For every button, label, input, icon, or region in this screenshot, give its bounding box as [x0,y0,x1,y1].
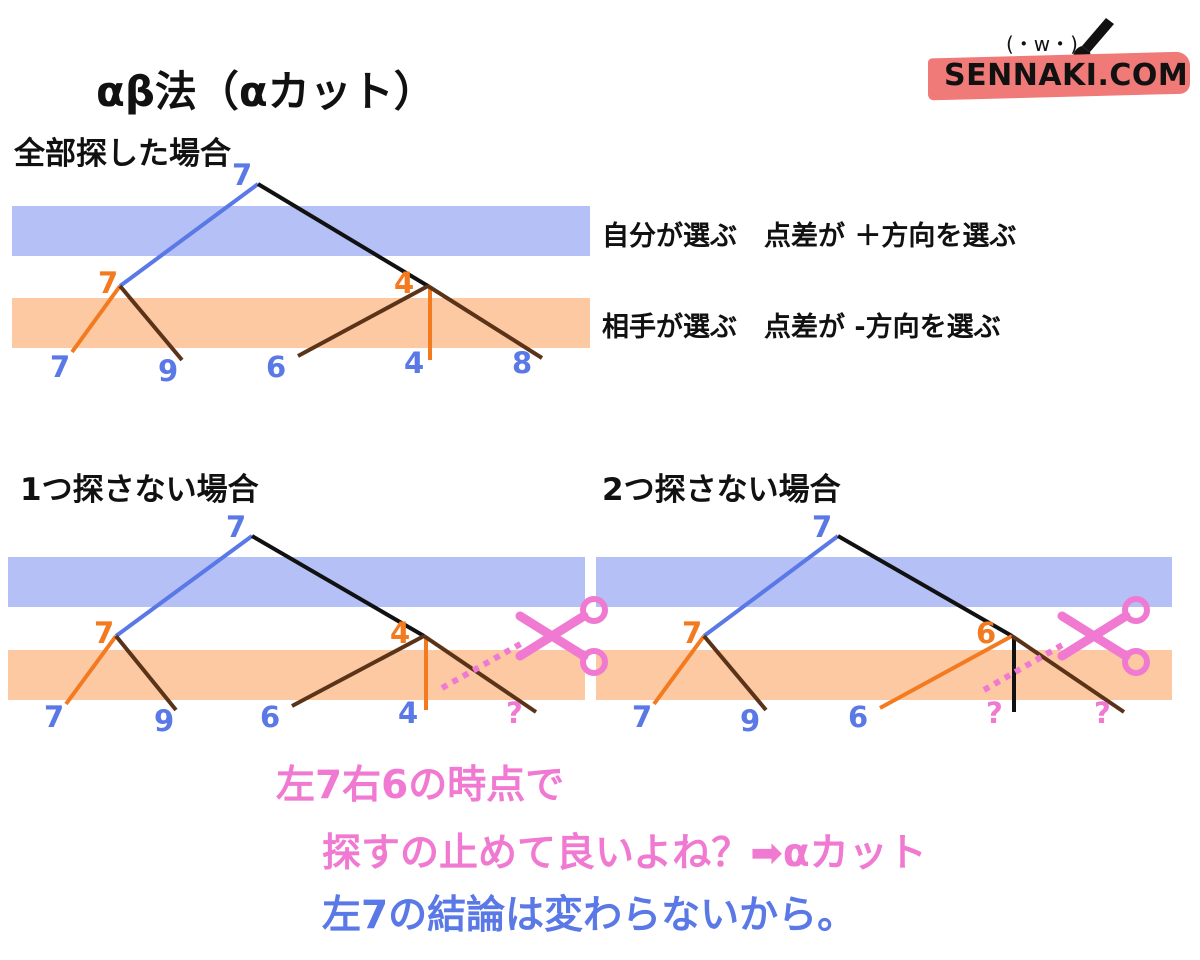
edge-right-leaf5-bl [422,634,538,714]
leaf-4: 4 [404,346,425,380]
node-right: 4 [390,616,411,650]
edge-root-right-br [837,534,1013,638]
edge-root-left-top [118,182,260,288]
node-root: 7 [232,158,253,192]
max-band-top [12,206,590,256]
scissors-icon [1057,596,1150,676]
edge-left-leaf1-br [652,634,706,706]
edge-left-leaf2-bl [114,634,178,712]
edge-left-leaf1-bl [64,634,118,706]
edge-root-right-bl [250,534,426,638]
node-root: 7 [226,510,247,544]
heading-skip-one: 1つ探さない場合 [20,472,259,508]
leaf-2: 9 [158,354,179,388]
note-line-2: 探すの止めて良いよね？➡αカット [322,831,927,876]
max-band-right [596,557,1172,607]
leaf-unknown: ? [506,696,523,730]
cut-line-br [982,641,1066,693]
node-left: 7 [682,616,703,650]
node-root: 7 [812,510,833,544]
leaf-1: 7 [50,350,71,384]
leaf-2: 9 [154,704,175,738]
min-band-left [8,650,585,700]
leaf-2: 9 [740,704,761,738]
page-title: αβ法（αカット） [96,67,436,116]
note-line-1: 左7右6の時点で [276,763,565,808]
edge-right-leaf3-bl [291,634,425,708]
edge-root-right-top [256,182,430,288]
leaf-4: 4 [398,696,419,730]
edge-left-leaf2-br [702,634,768,712]
edge-right-leaf5-top [426,284,544,360]
leaf-5: 8 [512,346,533,380]
leaf-unknown: ? [1094,696,1111,730]
leaf-3: 6 [848,700,869,734]
leaf-3: 6 [260,700,281,734]
edge-right-leaf3-top [297,284,429,358]
edge-root-left-br [702,534,840,638]
leaf-1: 7 [632,700,653,734]
node-right: 6 [976,616,997,650]
logo-text: SENNAKI.COM [944,58,1189,93]
scissors-icon [515,596,608,676]
legend-max: 自分が選ぶ 点差が ＋方向を選ぶ [602,221,1017,252]
leaf-1: 7 [44,700,65,734]
node-left: 7 [94,616,115,650]
min-band-right [596,650,1172,700]
edge-left-leaf1-top [70,284,122,354]
node-right: 4 [394,266,415,300]
heading-skip-two: 2つ探さない場合 [602,472,841,508]
logo-face: (・w・) [1006,32,1078,56]
min-band-top [12,298,590,348]
heading-full-search: 全部探した場合 [14,136,231,172]
leaf-unknown: ? [986,696,1003,730]
node-left: 7 [98,266,119,300]
legend-min: 相手が選ぶ 点差が -方向を選ぶ [602,312,1001,343]
note-line-3: 左7の結論は変わらないから。 [322,893,857,938]
max-band-left [8,557,585,607]
edge-right-leaf3-br [879,634,1013,710]
edge-root-left-bl [114,534,254,638]
cut-line-bl [440,639,526,691]
leaf-3: 6 [266,350,287,384]
edge-left-leaf2-top [118,284,184,362]
edge-right-leaf5-br [1010,634,1126,714]
